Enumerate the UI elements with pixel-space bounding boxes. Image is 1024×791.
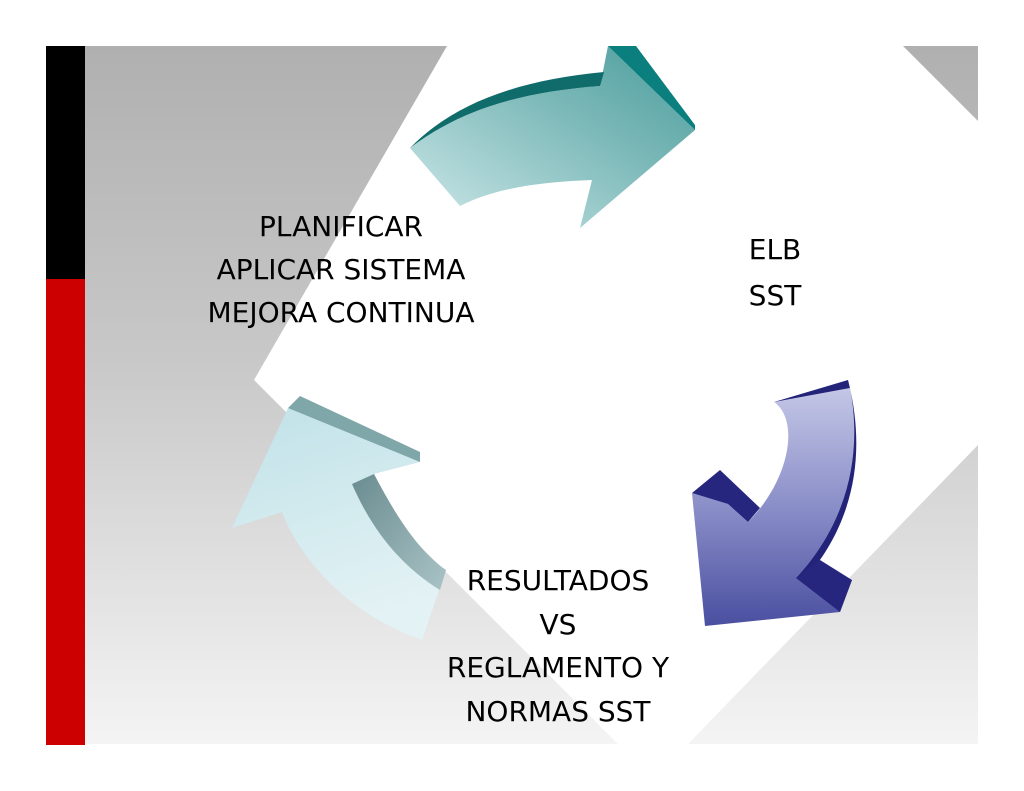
results-line-1: RESULTADOS [466,564,650,597]
elb-line-1: ELB [748,233,802,266]
plan-line-1: PLANIFICAR [258,210,423,243]
results-line-3: REGLAMENTO Y [446,651,670,684]
results-line-4: NORMAS SST [465,694,651,728]
plan-label: PLANIFICAR APLICAR SISTEMA MEJORA CONTIN… [186,205,496,334]
left-arrow [232,396,446,640]
plan-line-3: MEJORA CONTINUA [207,296,475,329]
plan-line-2: APLICAR SISTEMA [216,253,466,286]
elb-label: ELB SST [715,227,835,319]
right-arrow [692,380,857,626]
left-bar-red [46,279,85,745]
results-line-2: VS [539,607,577,641]
top-arrow [410,46,695,228]
left-bar-black [46,46,85,279]
elb-line-2: SST [748,279,802,312]
results-label: RESULTADOS VS REGLAMENTO Y NORMAS SST [420,559,696,733]
